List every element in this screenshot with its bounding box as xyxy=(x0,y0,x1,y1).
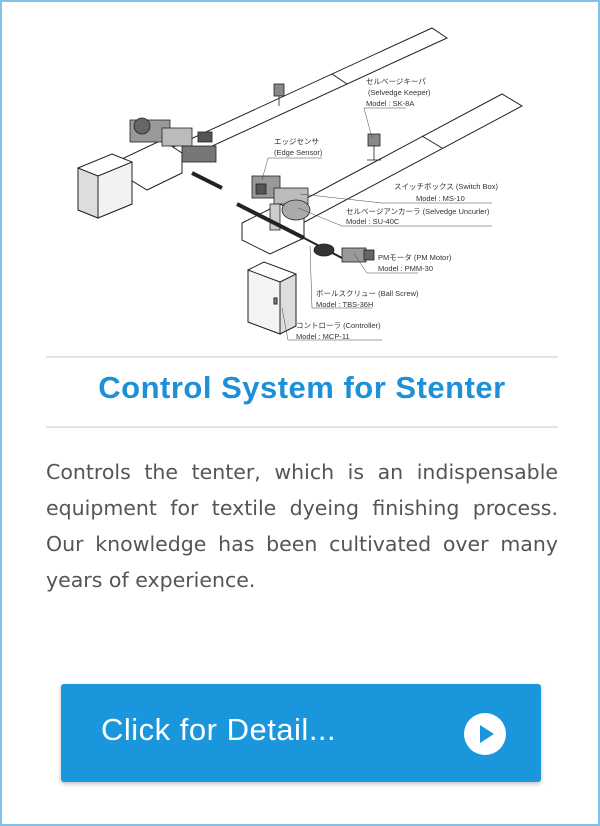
label-controller-model: Model : MCP-11 xyxy=(296,332,350,341)
label-pm-motor-model: Model : PMM-30 xyxy=(378,264,433,273)
label-controller: コントローラ (Controller) xyxy=(296,321,381,330)
label-selvedge-keeper-model: Model : SK-8A xyxy=(366,99,414,108)
label-edge-sensor-en: (Edge Sensor) xyxy=(274,148,323,157)
card-description: Controls the tenter, which is an indispe… xyxy=(46,460,558,592)
play-circle-icon xyxy=(464,713,506,755)
label-selvedge-keeper-jp: セルベージキーパ xyxy=(366,77,426,86)
detail-button-label: Click for Detail... xyxy=(101,712,337,747)
stenter-system-diagram: セルベージキーパ (Selvedge Keeper) Model : SK-8A… xyxy=(77,27,524,341)
title-divider-bottom xyxy=(46,426,558,428)
card-title: Control System for Stenter xyxy=(98,370,506,405)
label-ball-screw: ボールスクリュー (Ball Screw) xyxy=(316,289,419,298)
label-ball-screw-model: Model : TBS-36H xyxy=(316,300,373,309)
label-selvedge-keeper-en: (Selvedge Keeper) xyxy=(368,88,431,97)
label-selvedge-uncurler: セルベージアンカーラ (Selvedge Uncurler) xyxy=(346,207,490,216)
label-selvedge-uncurler-model: Model : SU-40C xyxy=(346,217,400,226)
detail-button[interactable]: Click for Detail... xyxy=(61,684,541,782)
label-switch-box: スイッチボックス (Switch Box) xyxy=(394,182,498,191)
label-switch-box-model: Model : MS-10 xyxy=(416,194,465,203)
title-divider-top xyxy=(46,356,558,358)
label-pm-motor: PMモータ (PM Motor) xyxy=(378,253,452,262)
label-edge-sensor-jp: エッジセンサ xyxy=(274,137,319,146)
